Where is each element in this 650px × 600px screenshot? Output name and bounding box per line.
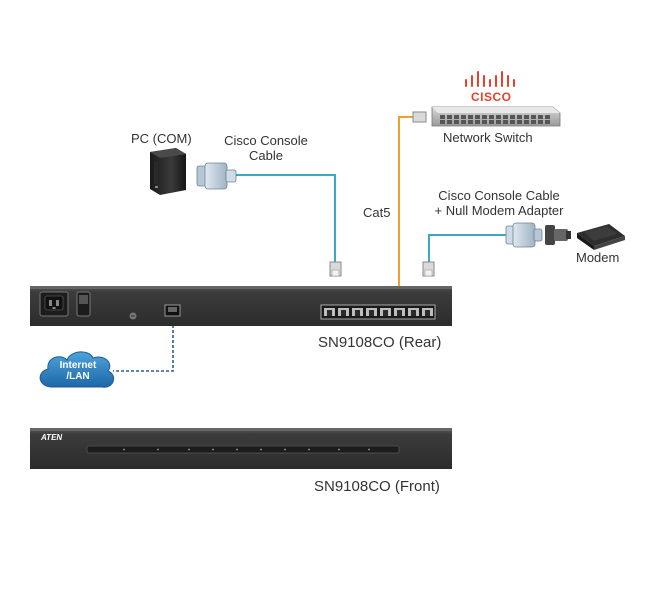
modem-console-cable <box>428 234 506 262</box>
serial-port-group <box>320 304 436 320</box>
cisco-brand-label: CISCO <box>471 90 512 104</box>
null-modem-adapter-icon <box>545 225 571 245</box>
modem-label: Modem <box>576 250 620 265</box>
network-switch-icon <box>431 106 561 127</box>
aten-logo: ATEN <box>41 433 63 442</box>
pc-console-cable <box>236 174 336 262</box>
front-unit-panel <box>30 428 452 469</box>
lan-cable <box>113 315 174 372</box>
network-switch-label: Network Switch <box>443 130 533 145</box>
cisco-console-cable-label: Cisco Console Cable <box>224 133 308 163</box>
lan-port-icon <box>164 304 181 317</box>
pc-tower-icon <box>150 148 186 195</box>
rj45-connector-icon <box>329 261 342 277</box>
modem-icon <box>577 224 625 250</box>
cloud-icon <box>39 351 115 388</box>
rear-unit-panel <box>30 286 452 326</box>
power-switch-icon <box>76 291 91 317</box>
db9-connector-icon <box>505 222 543 248</box>
cisco-logo-bars <box>465 71 515 87</box>
cable-adapter-label: Cisco Console Cable + Null Modem Adapter <box>434 188 564 218</box>
cat5-cable <box>398 116 414 308</box>
pc-label: PC (COM) <box>131 131 192 146</box>
rear-caption: SN9108CO (Rear) <box>318 334 442 351</box>
ground-screw-icon <box>129 312 137 320</box>
internet-lan-label: Internet /LAN <box>59 360 97 382</box>
cat5-label: Cat5 <box>363 205 391 220</box>
front-caption: SN9108CO (Front) <box>314 478 440 495</box>
db9-connector-icon <box>196 162 237 190</box>
rj45-connector-icon <box>412 111 427 123</box>
power-socket-icon <box>39 291 69 317</box>
rj45-connector-icon <box>422 261 435 277</box>
